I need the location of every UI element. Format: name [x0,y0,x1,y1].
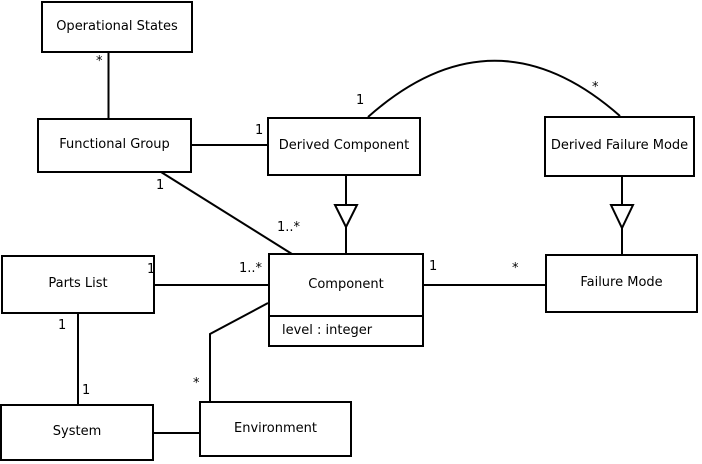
generalization-triangle-icon [333,204,359,230]
edge-environment-component [209,302,269,402]
class-name-label: Parts List [48,276,108,292]
class-name-label: Operational States [56,18,178,34]
multiplicity-label: 1..* [239,261,263,276]
class-component[interactable]: Component level : integer [268,253,424,347]
multiplicity-label: 1 [356,93,365,108]
class-name-label: Failure Mode [580,275,663,291]
multiplicity-label: 1 [147,262,156,277]
class-name-label: Environment [233,420,317,436]
generalization-triangle-icon [609,204,635,231]
class-name-label: Derived Component [278,138,410,154]
class-attribute-compartment: level : integer [270,315,422,345]
multiplicity-label: 1 [58,318,67,333]
multiplicity-label: 1 [82,383,91,398]
multiplicity-label: * [512,261,519,276]
multiplicity-label: 1 [156,178,165,193]
class-environment[interactable]: Environment [199,401,352,457]
multiplicity-label: * [96,54,103,69]
multiplicity-label: * [592,80,599,95]
class-name-label: Component [308,276,384,292]
class-operational-states[interactable]: Operational States [41,1,193,53]
multiplicity-label: 1 [429,259,438,274]
edge-functional-group-component [160,171,293,255]
class-failure-mode[interactable]: Failure Mode [545,254,698,313]
class-name-label: Derived Failure Mode [550,138,689,154]
class-system[interactable]: System [0,404,154,461]
class-attribute-label: level : integer [282,322,373,338]
class-name-label: System [52,424,102,440]
multiplicity-label: 1 [255,123,264,138]
multiplicity-label: 1..* [277,220,301,235]
class-derived-failure-mode[interactable]: Derived Failure Mode [544,116,695,177]
class-derived-component[interactable]: Derived Component [267,117,421,176]
multiplicity-label: * [193,376,200,391]
class-name-label: Functional Group [59,137,170,153]
class-name-compartment: Component [270,255,422,315]
class-parts-list[interactable]: Parts List [1,255,155,314]
edge-derived-component-derived-failure-mode-arc [367,59,621,118]
class-functional-group[interactable]: Functional Group [37,118,192,173]
